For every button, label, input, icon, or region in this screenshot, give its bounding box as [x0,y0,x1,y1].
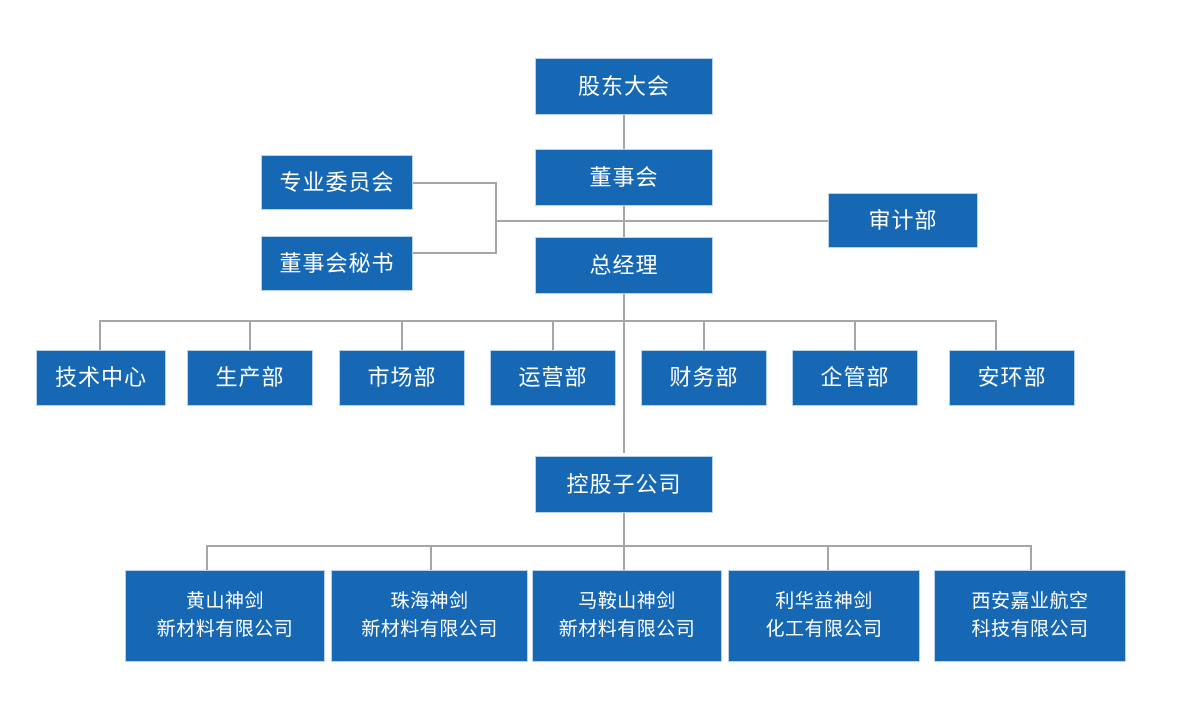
node-label: 企管部 [820,365,890,391]
node-shareholders-meeting[interactable]: 股东大会 [535,58,713,115]
connector-committee-to-trunk [495,220,625,222]
node-label: 生产部 [215,365,285,391]
node-board-of-directors[interactable]: 董事会 [535,149,713,206]
node-label: 控股子公司 [566,471,682,497]
node-department-technology-center[interactable]: 技术中心 [36,350,166,406]
connector-drop-sub-1 [206,545,208,571]
connector-drop-dept-7 [995,320,997,350]
connector-drop-dept-5 [703,320,705,350]
node-holding-subsidiaries[interactable]: 控股子公司 [535,456,713,513]
node-subsidiary-zhuhai[interactable]: 珠海神剑 新材料有限公司 [331,570,528,662]
connector-department-bus [115,320,995,322]
node-subsidiary-huangshan[interactable]: 黄山神剑 新材料有限公司 [125,570,325,662]
node-professional-committee[interactable]: 专业委员会 [261,155,413,210]
node-department-operations[interactable]: 运营部 [490,350,616,406]
node-label: 专业委员会 [279,169,395,195]
node-subsidiary-maanshan[interactable]: 马鞍山神剑 新材料有限公司 [532,570,722,662]
connector-trunk-to-audit [623,220,829,222]
node-label: 审计部 [868,207,938,233]
connector-drop-dept-1 [99,320,101,350]
node-label: 股东大会 [577,73,670,99]
node-label: 财务部 [669,365,739,391]
connector-drop-dept-3 [401,320,403,350]
node-label: 董事会 [589,164,659,190]
node-label-line2: 新材料有限公司 [558,619,696,640]
connector-drop-sub-4 [827,545,829,571]
node-label: 运营部 [518,365,588,391]
node-label-line2: 化工有限公司 [765,619,883,640]
connector-subsidiary-bus [206,545,1031,547]
node-label-line1: 利华益神剑 [775,590,873,612]
node-label-line2: 新材料有限公司 [361,619,498,640]
connector-board-secretary-horizontal [413,252,497,254]
node-label: 安环部 [977,365,1047,391]
node-general-manager[interactable]: 总经理 [535,237,713,294]
connector-drop-sub-2 [430,545,432,571]
node-label-line2: 科技有限公司 [971,619,1089,640]
connector-professional-committee-horizontal [413,182,497,184]
node-department-marketing[interactable]: 市场部 [339,350,465,406]
node-department-enterprise-management[interactable]: 企管部 [792,350,918,406]
node-department-finance[interactable]: 财务部 [641,350,767,406]
connector-shareholders-to-board [623,115,625,150]
node-department-safety-environment[interactable]: 安环部 [949,350,1075,406]
connector-drop-sub-3 [623,545,625,571]
connector-manager-trunk-down [623,293,625,453]
connector-drop-dept-6 [854,320,856,350]
connector-drop-dept-4 [552,320,554,350]
node-label: 市场部 [367,365,437,391]
node-audit-department[interactable]: 审计部 [828,193,978,248]
node-label-line1: 西安嘉业航空 [971,590,1089,612]
node-subsidiary-xian-jiaye[interactable]: 西安嘉业航空 科技有限公司 [934,570,1126,662]
connector-committee-bracket-vertical [495,182,497,254]
node-subsidiary-lihuayi[interactable]: 利华益神剑 化工有限公司 [728,570,920,662]
connector-drop-sub-5 [1030,545,1032,571]
node-department-production[interactable]: 生产部 [187,350,313,406]
node-label-line1: 珠海神剑 [390,590,469,612]
node-label: 董事会秘书 [279,250,395,276]
node-board-secretary[interactable]: 董事会秘书 [261,236,413,291]
connector-bus-left-stub [99,320,117,322]
node-label-line1: 黄山神剑 [185,590,264,612]
node-label-line1: 马鞍山神剑 [578,590,676,612]
node-label: 技术中心 [54,365,147,391]
connector-subsidiaries-trunk-down [623,512,625,546]
node-label: 总经理 [589,252,659,278]
node-label-line2: 新材料有限公司 [156,619,294,640]
connector-drop-dept-2 [249,320,251,350]
